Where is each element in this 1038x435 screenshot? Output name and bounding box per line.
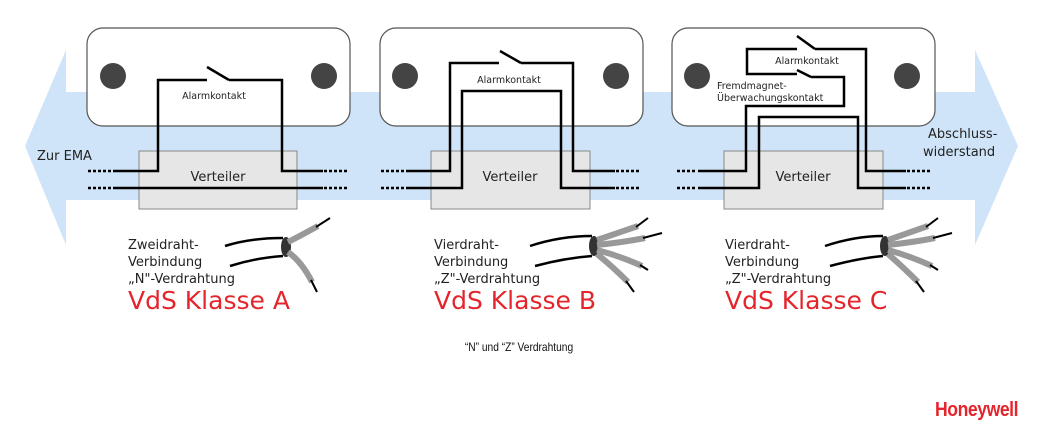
screw-hole-icon xyxy=(684,63,710,89)
screw-hole-icon xyxy=(311,63,337,89)
wiring-desc-line3: „Z"-Verdrahtung xyxy=(434,272,540,287)
wire xyxy=(698,115,906,190)
contact-label: Alarmkontakt xyxy=(775,56,839,67)
figure-caption: “N” und “Z” Verdrahtung xyxy=(464,340,574,354)
wire xyxy=(815,47,906,173)
wire xyxy=(113,78,207,173)
right-arrow-label-line1: Abschluss- xyxy=(928,127,998,142)
distributor-box xyxy=(138,150,298,210)
distributor-box xyxy=(430,150,591,210)
wiring-desc-line1: Vierdraht- xyxy=(725,238,790,253)
wire xyxy=(229,78,323,173)
honeywell-logo: Honeywell xyxy=(935,399,1019,421)
contact-label: Alarmkontakt xyxy=(477,75,541,86)
wiring-desc-line2: Verbindung xyxy=(434,255,508,270)
right-arrow-label-line2: widerstand xyxy=(923,145,995,160)
panel-b: Verteiler Alarmkontakt Vierdraht- Verbin… xyxy=(379,27,663,315)
sensor-housing xyxy=(379,27,644,127)
cable-4-wire-icon xyxy=(529,217,663,293)
screw-hole-icon xyxy=(100,63,126,89)
wiring-diagram: Zur EMA Abschluss- widerstand Verteiler … xyxy=(25,27,1018,315)
cable-2-wire-icon xyxy=(224,217,331,293)
wiring-desc-line3: „Z"-Verdrahtung xyxy=(725,272,831,287)
sensor-housing xyxy=(86,27,351,127)
wiring-desc-line2: Verbindung xyxy=(128,255,202,270)
wiring-desc-line1: Vierdraht- xyxy=(434,238,499,253)
screw-hole-icon xyxy=(392,63,418,89)
vds-class-label: VdS Klasse B xyxy=(434,286,596,315)
wire xyxy=(406,89,615,190)
panel-a: Verteiler Alarmkontakt Zweidraht- Verbin… xyxy=(86,27,351,315)
contact-label: Überwachungskontakt xyxy=(717,93,824,104)
wire xyxy=(521,61,615,173)
wire xyxy=(745,47,797,76)
switch-contact xyxy=(206,65,230,82)
wire xyxy=(698,75,846,173)
left-arrow-label: Zur EMA xyxy=(37,149,92,164)
sensor-housing xyxy=(671,27,936,127)
vds-class-label: VdS Klasse A xyxy=(128,286,290,315)
wiring-desc-line1: Zweidraht- xyxy=(128,238,199,253)
wiring-desc-line2: Verbindung xyxy=(725,255,799,270)
distributor-label: Verteiler xyxy=(776,170,832,185)
screw-hole-icon xyxy=(894,63,920,89)
distributor-box xyxy=(723,150,884,210)
vds-class-label: VdS Klasse C xyxy=(725,286,887,315)
wiring-desc-line3: „N"-Verdrahtung xyxy=(128,272,235,287)
distributor-label: Verteiler xyxy=(483,170,539,185)
switch-contact xyxy=(499,49,522,65)
wire xyxy=(406,61,499,173)
cable-4-wire-icon xyxy=(824,217,953,293)
contact-label: Fremdmagnet- xyxy=(717,81,787,92)
distributor-label: Verteiler xyxy=(191,170,247,185)
switch-contact xyxy=(796,34,816,51)
screw-hole-icon xyxy=(603,63,629,89)
switch-contact xyxy=(796,68,812,79)
panel-c: Verteiler Alarmkontakt Fremdmagnet- Über… xyxy=(671,27,953,315)
contact-label: Alarmkontakt xyxy=(182,91,246,102)
